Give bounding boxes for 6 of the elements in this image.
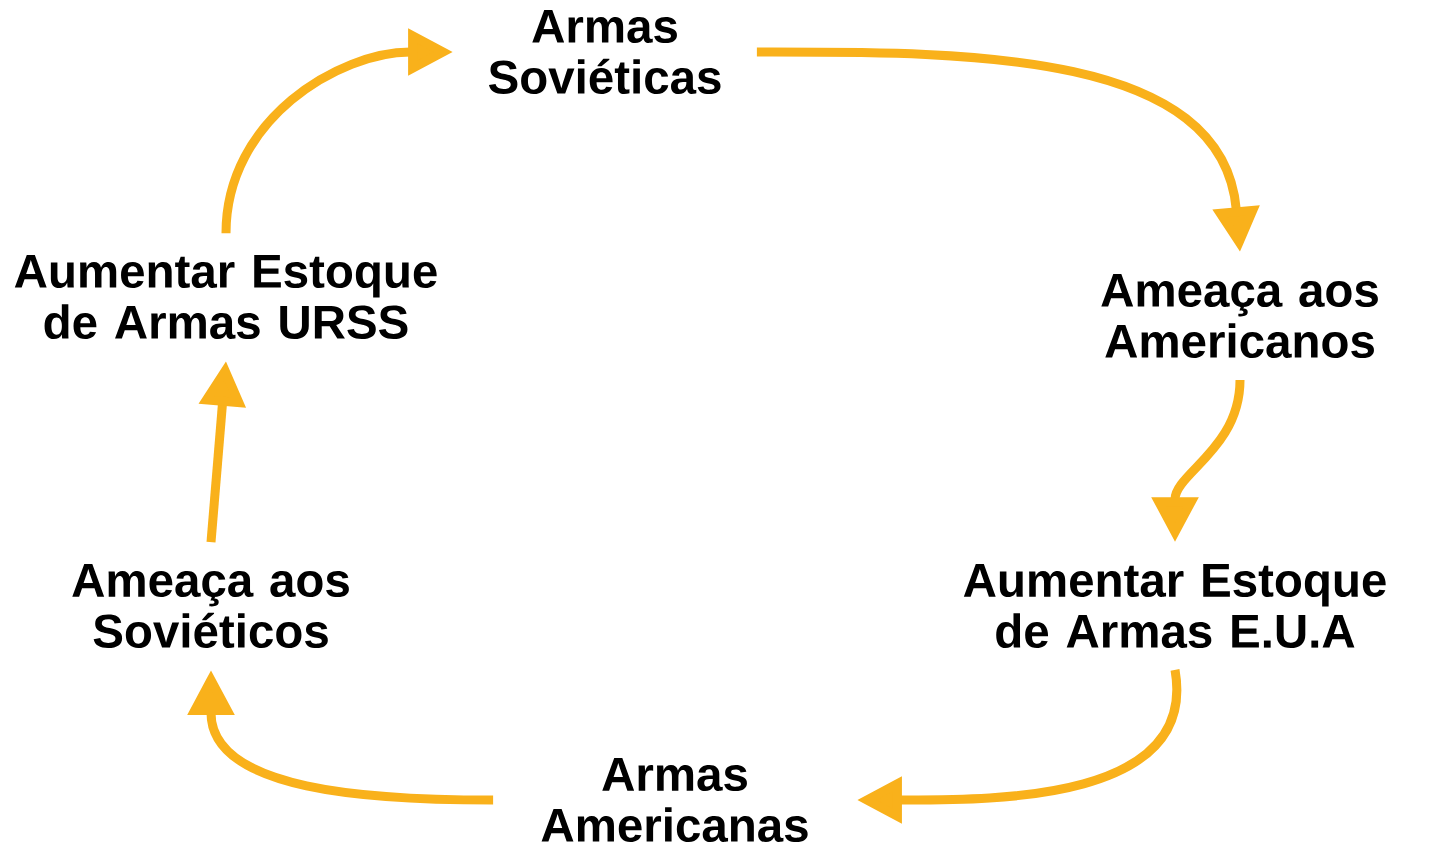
node-label: Ameaça aos Americanos bbox=[1101, 273, 1378, 359]
node-label: Armas Americanas bbox=[541, 758, 808, 843]
node-label: Aumentar Estoque de Armas URSS bbox=[14, 254, 437, 340]
node-label: Armas Soviéticas bbox=[488, 9, 721, 95]
node-label: Ameaça aos Soviéticos bbox=[72, 564, 349, 649]
node-label: Aumentar Estoque de Armas E.U.A bbox=[963, 564, 1386, 649]
